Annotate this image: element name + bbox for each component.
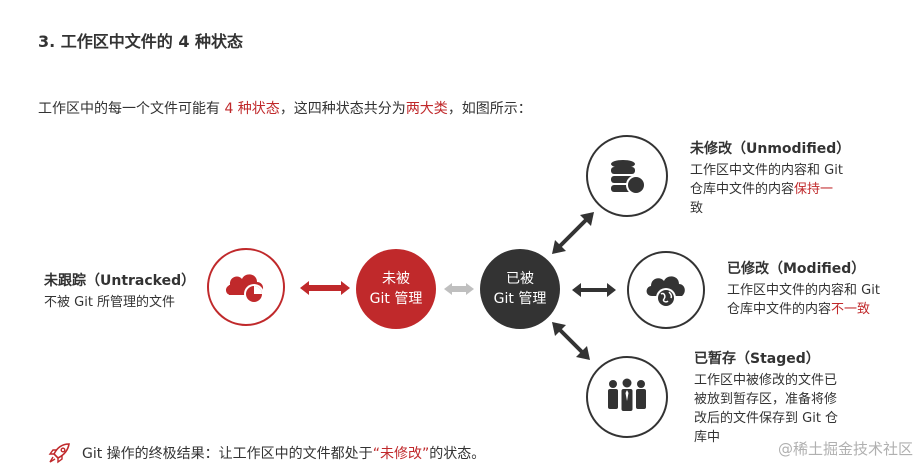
unmodified-circle: [586, 135, 668, 217]
intro-part2: ，这四种状态共分为: [279, 101, 406, 117]
cloud-chart-icon: [225, 274, 264, 304]
rocket-icon: [48, 443, 70, 464]
not-managed-line1: 未被: [382, 271, 410, 287]
staged-line1: 工作区中被修改的文件已: [694, 373, 838, 388]
footer-part1: Git 操作的终极结果：让工作区中的文件都处于: [82, 446, 373, 462]
modified-line2-highlight: 不一致: [831, 302, 871, 317]
managed-line2: Git 管理: [493, 291, 547, 307]
unmodified-line2-a: 仓库中文件的内容: [690, 182, 795, 197]
managed-branch-arrows: [552, 212, 616, 360]
unmodified-line2: 仓库中文件的内容保持一: [690, 180, 850, 199]
database-icon: [611, 160, 646, 195]
red-double-arrow: [300, 281, 350, 295]
watermark: @稀土掘金技术社区: [777, 440, 913, 458]
gray-double-arrow: [444, 283, 474, 295]
people-group-icon: [608, 378, 646, 411]
modified-label: 已修改（Modified） 工作区中文件的内容和 Git 仓库中文件的内容不一致: [727, 258, 880, 319]
cloud-globe-icon: [646, 276, 685, 308]
unmodified-line3: 致: [690, 201, 704, 216]
footer-part2: 的状态。: [429, 446, 486, 462]
unmodified-line2-highlight: 保持一: [794, 182, 834, 197]
staged-label: 已暂存（Staged） 工作区中被修改的文件已 被放到暂存区，准备将修 改后的文…: [694, 348, 838, 447]
modified-title: 已修改（Modified）: [727, 261, 866, 277]
footer-note: Git 操作的终极结果：让工作区中的文件都处于“未修改”的状态。: [48, 442, 485, 464]
untracked-desc: 不被 Git 所管理的文件: [44, 295, 176, 310]
intro-highlight-categories: 两大类: [405, 101, 448, 117]
managed-circle: 已被 Git 管理: [480, 249, 560, 329]
modified-circle: [627, 251, 705, 329]
not-managed-circle: 未被 Git 管理: [356, 249, 436, 329]
modified-line2: 仓库中文件的内容不一致: [727, 300, 880, 319]
modified-line1: 工作区中文件的内容和 Git: [727, 283, 880, 298]
arrow-to-unmodified: [552, 212, 594, 254]
untracked-label: 未跟踪（Untracked） 不被 Git 所管理的文件: [44, 270, 195, 312]
untracked-title: 未跟踪（Untracked）: [44, 273, 196, 289]
intro-part3: ，如图所示：: [447, 101, 532, 117]
modified-line2-a: 仓库中文件的内容: [727, 302, 832, 317]
intro-part1: 工作区中的每一个文件可能有: [38, 101, 220, 117]
unmodified-title: 未修改（Unmodified）: [690, 141, 851, 157]
staged-line3: 改后的文件保存到 Git 仓: [694, 411, 839, 426]
untracked-circle: [207, 248, 285, 326]
page-title: 3. 工作区中文件的 4 种状态: [38, 32, 244, 51]
staged-title: 已暂存（Staged）: [694, 351, 820, 367]
unmodified-line1: 工作区中文件的内容和 Git: [690, 163, 843, 178]
staged-line2: 被放到暂存区，准备将修: [694, 392, 838, 407]
arrow-to-modified: [572, 283, 616, 297]
intro-text: 工作区中的每一个文件可能有 4 种状态，这四种状态共分为两大类，如图所示：: [38, 98, 532, 118]
arrow-to-staged: [552, 322, 590, 360]
staged-circle: [586, 356, 668, 438]
staged-line4: 库中: [694, 430, 721, 445]
footer-highlight: “未修改”: [372, 446, 430, 462]
unmodified-label: 未修改（Unmodified） 工作区中文件的内容和 Git 仓库中文件的内容保…: [690, 138, 850, 218]
not-managed-line2: Git 管理: [369, 291, 423, 307]
managed-line1: 已被: [506, 271, 534, 287]
intro-highlight-states: 4 种状态: [220, 101, 280, 117]
